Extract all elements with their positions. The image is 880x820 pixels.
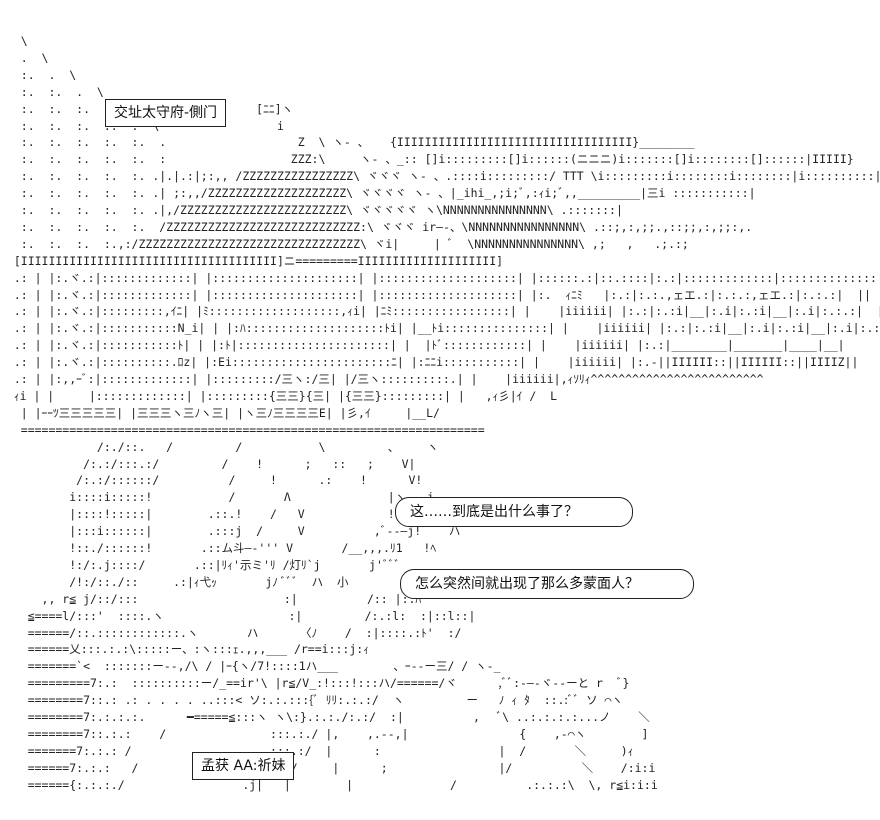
art-line: ========7::.: .: . . . . ..:::< ソ:.:.:::…	[0, 693, 623, 708]
art-line: /!:/::./:: .:|ｨ弋ｯ jﾉ ﾞﾞﾞ ハ 小	[0, 574, 349, 589]
art-line: [IIIIIIIIIIIIIIIIIIIIIIIIIIIIIIIIIIIII]ニ…	[0, 253, 504, 268]
art-line: .: | |:.ヾ.:|::::::::::.ﾛz| |:Ei:::::::::…	[0, 355, 859, 370]
art-line: | |ｰｰﾂ三三三三三| |三三三ヽ三ﾉヽ三| |ヽ三ﾉ三三三三E| |彡,ｲ …	[0, 405, 440, 420]
art-line: /:.:/:::.:/ / ! ; :: ; V|	[0, 456, 416, 471]
speech-bubble-1: 这……到底是出什么事了？	[395, 497, 633, 527]
art-line: :. :. . \	[0, 84, 104, 99]
art-line: ======7:.:.: / :::.:./ | ; |/ ＼ /:i:i	[0, 760, 656, 775]
art-line: :. :. :. :. :. .|,/ZZZZZZZZZZZZZZZZZZZZZ…	[0, 203, 623, 217]
speech-bubble-2: 怎么突然间就出现了那么多蒙面人？	[400, 569, 694, 599]
art-line: .: | |:.ヾ.:|:::::::::::::| |::::::::::::…	[0, 270, 880, 285]
art-line: =========7:.: ::::::::::ー/_==ir'\ |r≦/V_…	[0, 676, 630, 691]
art-line: .: | |:.ヾ.:|:::::::::::::| |::::::::::::…	[0, 287, 871, 302]
art-line: i::::i:::::! / Λ |ヽ j	[0, 490, 434, 505]
art-line: :. :. :. :. :. .|.|.:|;:,, /ZZZZZZZZZZZZ…	[0, 169, 880, 184]
art-line: /:./::. / / \ 、 ヽ	[0, 439, 439, 454]
art-line: ========7:.:.:.:. ━=====≦:::ヽ ヽ\:}.:.:./…	[0, 710, 650, 724]
credit-sign-label: 孟获 AA:祈妹	[201, 758, 286, 774]
art-line: .: | |:.ヾ.:|:::::::::,ｲﾆ| |ﾐ::::::::::::…	[0, 304, 880, 319]
location-sign-label: 交址太守府-側门	[114, 105, 218, 121]
art-line: :. :. :. :.,:/ZZZZZZZZZZZZZZZZZZZZZZZZZZ…	[0, 236, 689, 251]
art-line: /:.:/::::::/ / ! .: ! V!	[0, 473, 423, 488]
art-line: :. :. :. :. :. : ZZZ:\ ヽ- 、_:: []i::::::…	[0, 152, 854, 167]
credit-sign: 孟获 AA:祈妹	[192, 752, 295, 780]
art-line: =======`< :::::::ー--,/\ / |ｰ{ヽ/7!::::1ハ_…	[0, 659, 501, 674]
art-line: |:::i::::::| .:::j / V ,ﾞ--―j! ハ	[0, 524, 461, 539]
art-line: ========7::.:.: / :::.:./ |, ,.--,| { ,-…	[0, 726, 649, 741]
art-line: \	[0, 34, 28, 48]
art-line: ========================================…	[0, 422, 485, 437]
art-line: . \	[0, 50, 49, 65]
art-line: !::./::::::! .::ム斗―‐''' V /__,,,.ﾘ1 !ﾍ	[0, 541, 437, 555]
art-line: :. . \	[0, 67, 77, 82]
art-line: =======7:.:.: / .:::.:/ | : | / ＼ )ｨ	[0, 743, 634, 758]
art-line: ======乂:::.:.:\:::::ー、:ヽ:::ｪ.,,,___ /r==…	[0, 642, 369, 657]
location-sign: 交址太守府-側门	[105, 99, 227, 127]
art-line: ｨi | | |:::::::::::::| |:::::::::{三三}{三|…	[0, 388, 558, 403]
art-line: !:/:.j::::/ .::|ﾘｨ'示ミ'ﾘ /灯ﾘ`j j'ﾞﾞﾞ	[0, 557, 401, 572]
art-line: .: | |:,,ｰﾞ:|:::::::::::::| |:::::::::/三…	[0, 372, 764, 386]
art-line: ======{:.:.:./ .j| | | / .:.:.:\ \, r≦i:…	[0, 777, 658, 792]
art-line: ,, r≦ j/::/::: :| /:: |::ﾊ	[0, 591, 422, 606]
speech-bubble-2-text: 怎么突然间就出现了那么多蒙面人？	[415, 576, 639, 592]
art-line: ======/::.::::::::::::.ヽ ハ 〈ﾉ / :|::::.:…	[0, 625, 462, 640]
art-line: :. :. :. :. :. . Z \ ヽ- 、 {IIIIIIIIIIIII…	[0, 135, 695, 150]
art-line: :. :. :. :. :. .| ;:,,/ZZZZZZZZZZZZZZZZZ…	[0, 186, 756, 201]
art-line: .: | |:.ヾ.:|:::::::::::N_i| | |:ﾊ:::::::…	[0, 321, 880, 336]
speech-bubble-1-text: 这……到底是出什么事了？	[410, 504, 578, 520]
art-line: .: | |:.ヾ.:|:::::::::::ﾄ| | |:ﾄ|::::::::…	[0, 338, 845, 353]
art-line: ≦====l/:::' ::::.ヽ :| /:.:l: :|::l::|	[0, 608, 476, 623]
art-line: :. :. :. :. :. /ZZZZZZZZZZZZZZZZZZZZZZZZ…	[0, 219, 753, 234]
